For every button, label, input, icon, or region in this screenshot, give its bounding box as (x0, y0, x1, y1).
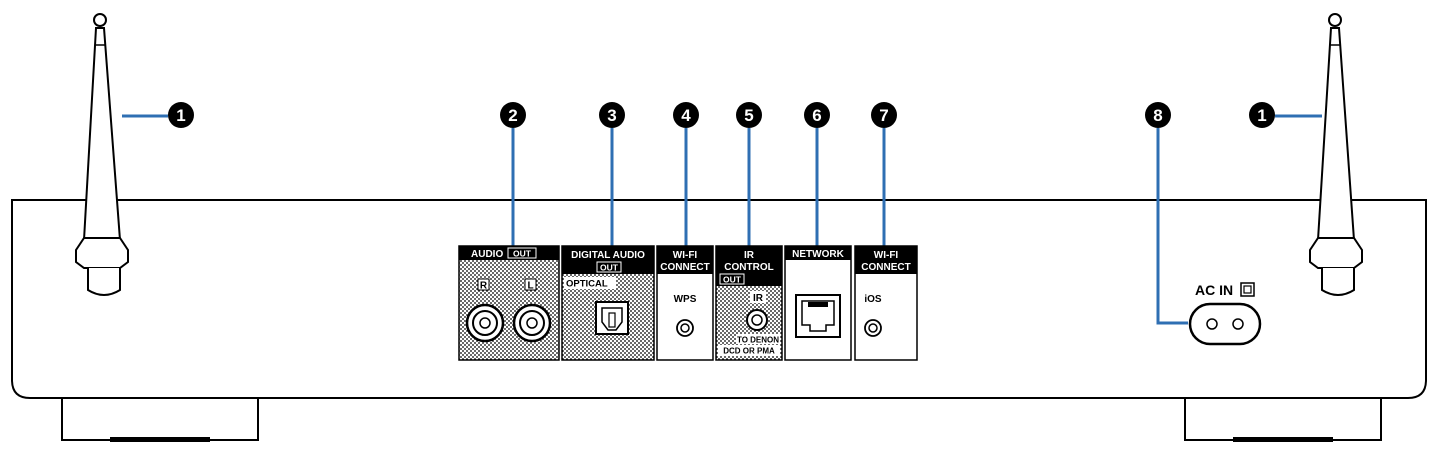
ir-out-badge: OUT (723, 275, 742, 285)
right-foot (1184, 397, 1382, 442)
wps-label: WPS (674, 294, 697, 305)
callout-2-number: 2 (508, 106, 517, 125)
audio-left-label: L (527, 281, 533, 292)
ir-title-line-2: CONTROL (724, 262, 773, 273)
ir-note-line-1: TO DENON (737, 336, 779, 345)
wps-panel: WI-FI CONNECT WPS (656, 245, 714, 361)
ir-out-jack[interactable] (746, 309, 768, 331)
ac-in-section: AC IN (1188, 282, 1262, 346)
callout-4: 4 (673, 102, 699, 128)
audio-title: AUDIO (471, 249, 503, 260)
ios-title-line-2: CONNECT (861, 262, 910, 273)
leader-8 (1156, 128, 1188, 325)
ios-label: iOS (864, 294, 882, 305)
optical-label: OPTICAL (566, 279, 608, 290)
optical-port[interactable] (595, 301, 629, 335)
wps-title-line-2: CONNECT (660, 262, 709, 273)
callout-1-left-number: 1 (176, 106, 185, 125)
left-antenna (75, 13, 129, 296)
callout-3-number: 3 (607, 106, 616, 125)
ios-title-line-1: WI-FI (874, 250, 899, 261)
callout-1-right-number: 1 (1257, 106, 1266, 125)
ios-panel: WI-FI CONNECT iOS (854, 245, 918, 361)
callout-3: 3 (599, 102, 625, 128)
callout-7: 7 (871, 102, 897, 128)
audio-r-jack[interactable] (465, 303, 505, 343)
callout-4-number: 4 (681, 106, 691, 125)
audio-l-jack[interactable] (512, 303, 552, 343)
digital-audio-title: DIGITAL AUDIO (571, 250, 645, 261)
callout-2: 2 (500, 102, 526, 128)
ios-button[interactable] (864, 319, 882, 337)
digital-audio-out-panel: DIGITAL AUDIO OUT OPTICAL (561, 245, 655, 361)
callout-5-number: 5 (744, 106, 753, 125)
right-antenna (1309, 13, 1363, 296)
network-panel: NETWORK (784, 245, 852, 361)
wps-button[interactable] (676, 319, 694, 337)
callout-8: 8 (1145, 102, 1171, 128)
callout-7-number: 7 (879, 106, 888, 125)
callout-6: 6 (804, 102, 830, 128)
audio-right-label: R (480, 281, 488, 292)
audio-out-panel: AUDIO OUT R L (458, 245, 560, 361)
ir-label: IR (753, 293, 764, 304)
network-title: NETWORK (792, 249, 844, 260)
ir-control-panel: IR CONTROL OUT IR TO DENON DCD OR PMA (715, 245, 783, 361)
left-foot (61, 397, 259, 442)
callout-5: 5 (736, 102, 762, 128)
ir-note-line-2: DCD OR PMA (723, 347, 775, 356)
callout-8-number: 8 (1153, 106, 1162, 125)
ir-title-line-1: IR (744, 250, 755, 261)
wps-title-line-1: WI-FI (673, 250, 698, 261)
double-insulation-icon (1240, 282, 1255, 297)
callout-6-number: 6 (812, 106, 821, 125)
ac-in-label: AC IN (1195, 282, 1233, 298)
audio-out-badge: OUT (513, 249, 532, 259)
ac-inlet[interactable] (1188, 302, 1262, 346)
callout-1-right: 1 (1249, 102, 1275, 128)
callout-1-left: 1 (168, 102, 194, 128)
leader-lines (122, 114, 1322, 325)
ethernet-port[interactable] (795, 294, 841, 338)
digital-audio-out-badge: OUT (600, 263, 619, 273)
